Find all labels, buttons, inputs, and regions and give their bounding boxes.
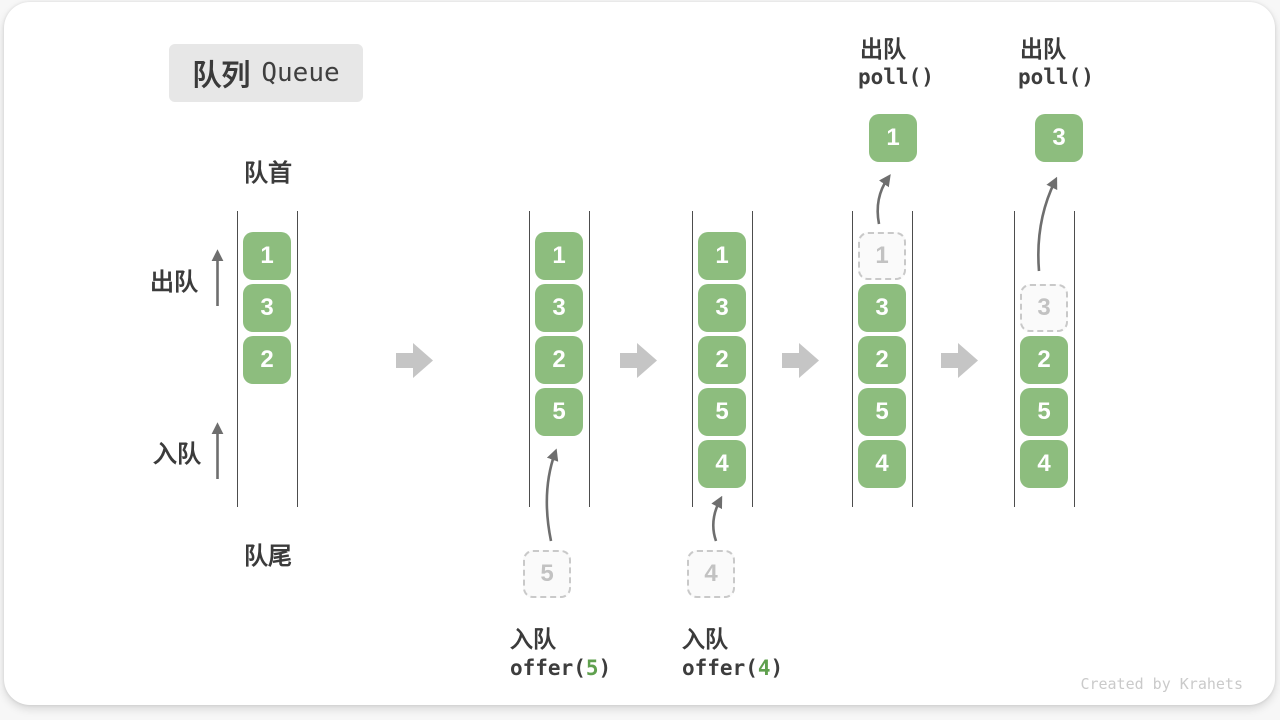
queue-cell: 5	[1020, 388, 1068, 436]
incoming-cell: 4	[687, 550, 735, 598]
queue-cell: 2	[535, 336, 583, 384]
canvas-card	[4, 2, 1275, 705]
queue-cell: 2	[698, 336, 746, 384]
incoming-cell: 5	[523, 550, 571, 598]
op-code-pre: offer(	[510, 656, 586, 680]
queue-cell: 1	[698, 232, 746, 280]
queue-cell: 3	[858, 284, 906, 332]
op-code-arg: 4	[757, 656, 771, 680]
queue-cell: 5	[858, 388, 906, 436]
queue-channel	[529, 211, 590, 507]
op-label-zh: 出队	[860, 36, 906, 62]
op-label-code: offer(4)	[682, 656, 783, 680]
op-label-zh: 入队	[510, 626, 556, 652]
title-en: Queue	[261, 58, 340, 88]
ghost-cell: 1	[858, 232, 906, 280]
dequeue-label: 出队	[150, 269, 198, 296]
queue-cell: 1	[243, 232, 291, 280]
ghost-cell: 3	[1020, 284, 1068, 332]
queue-cell: 5	[698, 388, 746, 436]
queue-cell: 4	[1020, 440, 1068, 488]
removed-cell: 3	[1035, 114, 1083, 162]
queue-channel	[852, 211, 913, 507]
queue-cell: 2	[858, 336, 906, 384]
removed-cell: 1	[869, 114, 917, 162]
queue-cell: 3	[535, 284, 583, 332]
op-code-pre: offer(	[682, 656, 758, 680]
enqueue-label: 入队	[153, 441, 201, 468]
op-code-arg: 5	[585, 656, 599, 680]
front-label: 队首	[244, 160, 292, 187]
op-label-zh: 入队	[682, 626, 728, 652]
queue-cell: 5	[535, 388, 583, 436]
queue-cell: 4	[698, 440, 746, 488]
watermark: Created by Krahets	[1080, 675, 1243, 693]
queue-cell: 3	[243, 284, 291, 332]
op-code-post: )	[770, 656, 784, 680]
op-code-post: )	[598, 656, 612, 680]
title-zh: 队列	[192, 60, 251, 92]
op-label-code: poll()	[858, 65, 934, 89]
op-label-code: poll()	[1018, 65, 1094, 89]
queue-cell: 2	[243, 336, 291, 384]
queue-cell: 3	[698, 284, 746, 332]
queue-channel	[1014, 211, 1075, 507]
queue-cell: 4	[858, 440, 906, 488]
queue-cell: 2	[1020, 336, 1068, 384]
queue-channel	[692, 211, 753, 507]
title-badge: 队列 Queue	[169, 44, 363, 102]
queue-channel	[237, 211, 298, 507]
op-label-zh: 出队	[1020, 36, 1066, 62]
op-label-code: offer(5)	[510, 656, 611, 680]
queue-cell: 1	[535, 232, 583, 280]
rear-label: 队尾	[244, 543, 292, 570]
